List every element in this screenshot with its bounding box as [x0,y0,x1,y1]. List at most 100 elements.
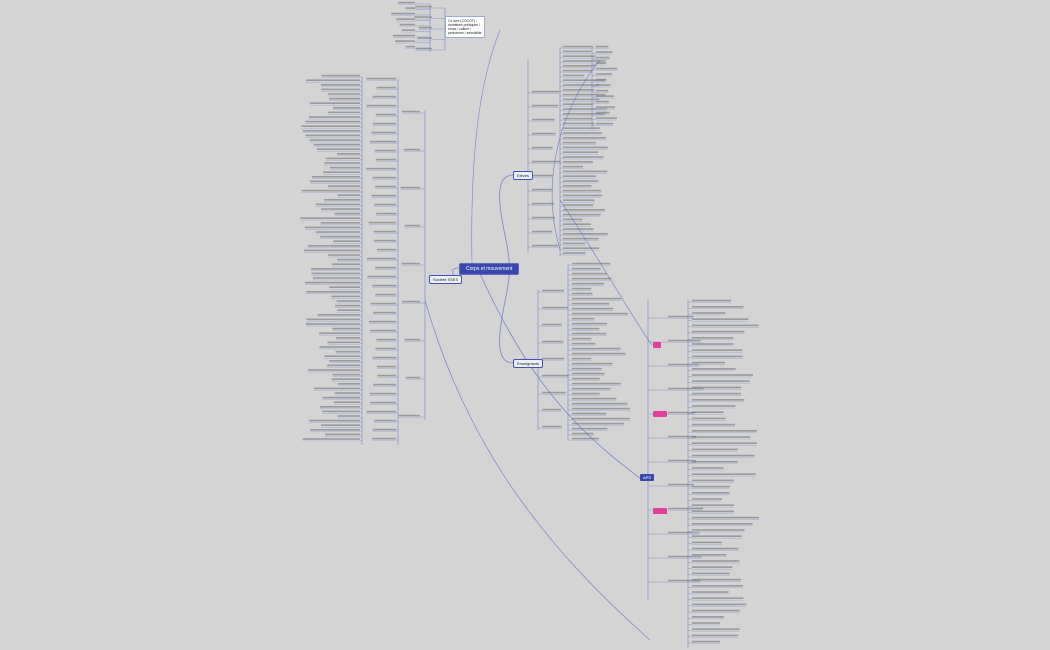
societe-leaf-node-label [334,304,360,307]
aps-leaf-node-label [692,566,733,568]
aps-leaf-node-label [692,597,744,599]
eleves-leaf-node-label [563,237,599,240]
enseignants-mid-node-label [542,340,564,343]
aps-leaf-node-label [692,454,755,457]
enseignants-leaf-node-label [572,372,605,375]
societe-mid-node-label [372,95,396,98]
enseignants-leaf-node-label [572,437,599,440]
societe-leaf-node-label [305,134,360,137]
aps-leaf-node-label [692,306,744,308]
societe-mid-node-label [366,410,396,413]
eleves-mid-node-label [532,146,553,149]
aps-leaf-node-label [692,622,721,624]
eleves-leaf-node-label [563,175,596,177]
aps-subtopic-3[interactable] [653,508,667,514]
societe-leaf-node-label [303,249,360,252]
eleves-leaf-node-label [563,55,596,57]
societe-leaf-node-label [331,295,360,298]
enseignants-leaf-node-label [572,387,611,390]
societe-leaf-node-label [334,392,360,394]
societe-mid-node-label [370,401,396,404]
eleves-leaf-node-label [563,98,600,101]
aps-leaf-node-label [692,541,723,544]
eleves-mid-node-label [532,202,554,205]
societe-leaf-node-label [324,199,360,201]
societe-leaf-node-label [309,419,360,422]
link-eleves [499,174,514,269]
aps-subtopic-1[interactable] [653,342,661,348]
aps-leaf-node-label [692,380,750,382]
eleves-leaf-node-label [563,137,606,139]
aps-leaf-node-label [692,628,740,630]
societe-leaf-node-label [320,84,360,86]
societe-leaf-node-label [334,212,360,215]
eleves-leaf-node-label [563,252,586,254]
societe-mid-node-label [374,419,396,422]
branch-aps[interactable]: APS [640,474,655,481]
top-mid-node-label [418,26,432,29]
central-node[interactable]: Corps et mouvement [459,263,520,275]
eleves-leaf-node-label [563,132,603,134]
societe-leaf-node-label [311,176,360,178]
top-mid-node-label [417,37,432,39]
eleves-leaf2-node-label [596,62,607,64]
aps-leaf-node-label [692,430,757,432]
aps-subtopic-2[interactable] [653,411,667,417]
eleves-leaf-node-label [563,74,585,77]
eleves-leaf-node-label [563,146,608,149]
aps-mid-node-label [668,387,704,390]
enseignants-leaf-node-label [572,277,612,280]
aps-mid-node-label [668,435,697,438]
branch-eleves[interactable]: Elèves [513,171,534,180]
societe-leaf-node-label [326,364,360,367]
aps-leaf-node-label [692,349,743,351]
societe-branch-node-label [404,224,420,227]
societe-mid-node-label [366,77,396,80]
societe-leaf-node-label [335,350,360,353]
societe-branch-node-label [402,110,420,113]
eleves-leaf-node-label [563,242,586,245]
branch-societe[interactable]: Société SSES [429,275,463,284]
societe-leaf-node-label [324,162,360,164]
societe-mid-node-label [372,428,396,431]
societe-leaf-node-label [320,222,360,224]
top-mid-node-label [415,5,432,8]
societe-leaf-node-label [329,360,360,362]
societe-leaf-node-label [315,203,360,206]
branch-enseignants[interactable]: Enseignants [513,359,544,368]
societe-leaf-node-label [332,107,360,109]
aps-mid-node-label [668,363,700,366]
eleves-leaf-node-label [563,65,596,67]
eleves-leaf-node-label [563,156,604,158]
aps-leaf-node-label [692,529,745,531]
eleves-leaf2-node-label [596,67,618,70]
societe-leaf-node-label [332,327,360,330]
aps-leaf-node-label [692,411,724,413]
enseignants-mid-node-label [542,374,569,377]
aps-leaf-node-label [692,479,734,482]
societe-leaf-node-label [306,79,360,81]
societe-leaf-node-label [327,254,360,256]
aps-leaf-node-label [692,337,734,339]
eleves-leaf2-node-label [596,117,617,119]
aps-leaf-node-label [692,318,749,320]
societe-leaf-node-label [305,323,360,325]
eleves-leaf2-node-label [596,56,610,59]
eleves-mid-node-label [532,132,556,135]
enseignants-mid-node-label [542,323,562,326]
enseignants-leaf-node-label [572,337,592,340]
societe-leaf-node-label [302,130,360,132]
societe-leaf-node-label [304,226,360,229]
societe-mid-node-label [373,383,396,386]
aps-leaf-node-label [692,535,742,537]
enseignants-leaf-node-label [572,342,596,345]
societe-leaf-node-label [332,263,360,265]
societe-leaf-node-label [337,194,360,196]
societe-mid-node-label [375,185,396,188]
aps-mid-node-label [668,411,696,414]
societe-leaf-node-label [327,185,360,187]
aps-leaf-node-label [692,492,730,494]
societe-leaf-node-label [332,373,360,376]
aps-leaf-node-label [692,591,729,593]
eleves-leaf2-node-label [596,84,611,86]
